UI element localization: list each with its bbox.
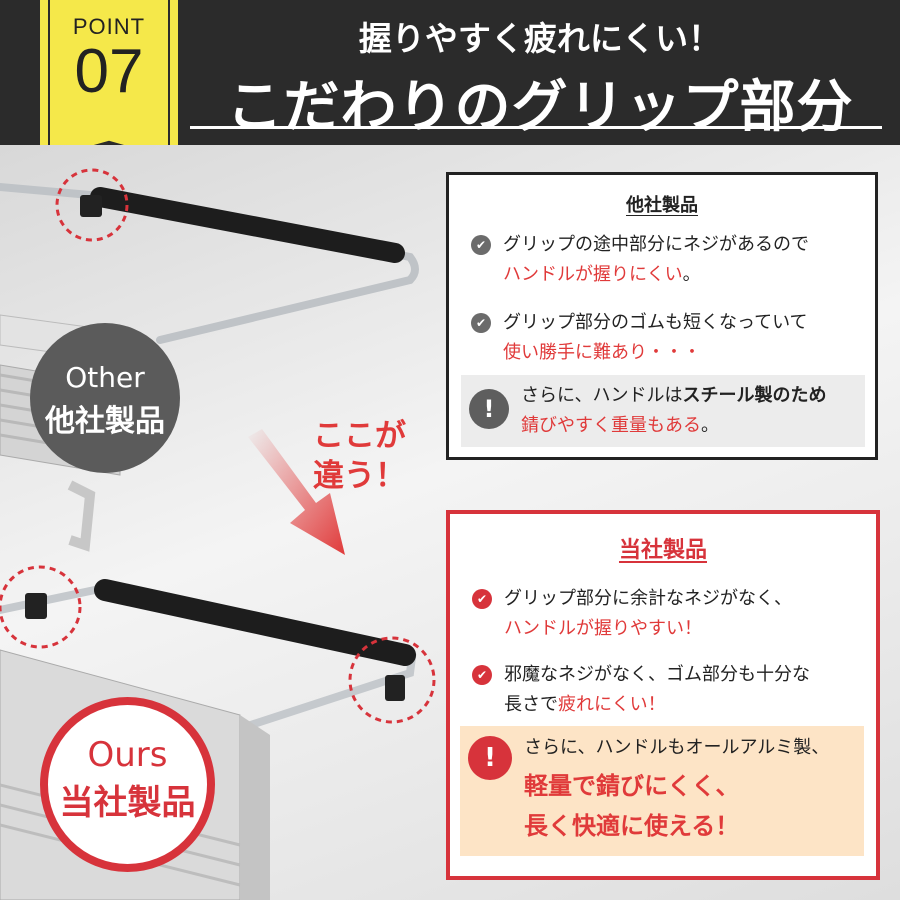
title-underline	[190, 126, 882, 129]
other-box-title-text: 他社製品	[626, 195, 698, 216]
difference-callout: ここが 違う！	[312, 416, 407, 496]
ours-note-line2: 軽量で錆びにくく、	[524, 772, 740, 800]
ours-item-2-line2b: 疲れにくい！	[558, 694, 666, 715]
other-note: ! さらに、ハンドルはスチール製のため 錆びやすく重量もある。	[461, 375, 865, 447]
other-product-badge: Other 他社製品	[30, 323, 180, 473]
other-item-2: ✔ グリップ部分のゴムも短くなっていて 使い勝手に難あり・・・	[471, 308, 808, 368]
ours-note-line1: さらに、ハンドルもオールアルミ製、	[524, 737, 830, 758]
point-label: POINT	[72, 14, 146, 39]
ours-box-title: 当社製品	[450, 532, 876, 564]
ours-note-line3: 長く快適に使える！	[524, 812, 740, 840]
other-item-1-line2: ハンドルが握りにくい	[503, 264, 683, 285]
our-product-badge: Ours 当社製品	[40, 697, 215, 872]
other-note-line2a: 錆びやすく重量もある	[521, 415, 701, 436]
arrow-down-right-icon	[248, 429, 345, 555]
ours-badge-jp: 当社製品	[59, 783, 196, 823]
other-badge-jp: 他社製品	[45, 404, 165, 439]
other-note-line2b: 。	[701, 415, 719, 436]
ours-item-1-line1: グリップ部分に余計なネジがなく、	[504, 588, 792, 609]
other-box-title: 他社製品	[449, 191, 875, 217]
other-item-1: ✔ グリップの途中部分にネジがあるので ハンドルが握りにくい。	[471, 230, 809, 290]
ours-note: ! さらに、ハンドルもオールアルミ製、 軽量で錆びにくく、 長く快適に使える！	[460, 726, 864, 856]
ours-box-title-text: 当社製品	[618, 538, 707, 563]
ours-item-2-line2a: 長さで	[504, 694, 558, 715]
other-item-2-line1: グリップ部分のゴムも短くなっていて	[503, 312, 808, 333]
difference-line-1: ここが	[313, 418, 406, 454]
other-product-box: 他社製品 ✔ グリップの途中部分にネジがあるので ハンドルが握りにくい。 ✔ グ…	[446, 172, 878, 460]
exclamation-circle-icon: !	[469, 389, 509, 429]
page-title: こだわりのグリップ部分	[226, 75, 854, 140]
ours-item-2: ✔ 邪魔なネジがなく、ゴム部分も十分な 長さで疲れにくい！	[472, 660, 810, 720]
check-circle-icon: ✔	[472, 665, 492, 685]
other-note-line1b: スチール製のため	[682, 385, 827, 406]
ours-item-2-line1: 邪魔なネジがなく、ゴム部分も十分な	[504, 664, 810, 685]
exclamation-circle-icon: !	[468, 736, 512, 780]
check-circle-icon: ✔	[471, 235, 491, 255]
point-number: 07	[74, 37, 144, 106]
difference-line-2: 違う！	[313, 458, 406, 494]
page-subtitle: 握りやすく疲れにくい！	[358, 19, 722, 58]
other-badge-en: Other	[65, 361, 145, 394]
check-circle-icon: ✔	[471, 313, 491, 333]
check-circle-icon: ✔	[472, 589, 492, 609]
ours-badge-en: Ours	[87, 735, 168, 775]
ours-item-1: ✔ グリップ部分に余計なネジがなく、 ハンドルが握りやすい！	[472, 584, 792, 644]
point-ribbon	[40, 0, 178, 160]
our-product-box: 当社製品 ✔ グリップ部分に余計なネジがなく、 ハンドルが握りやすい！ ✔ 邪魔…	[446, 510, 880, 880]
other-item-1-line1: グリップの途中部分にネジがあるので	[503, 234, 809, 255]
other-item-2-line2: 使い勝手に難あり・・・	[503, 342, 701, 363]
ours-item-1-line2: ハンドルが握りやすい！	[504, 618, 702, 639]
other-item-1-suffix: 。	[682, 264, 701, 285]
other-note-line1a: さらに、ハンドルは	[521, 385, 683, 406]
